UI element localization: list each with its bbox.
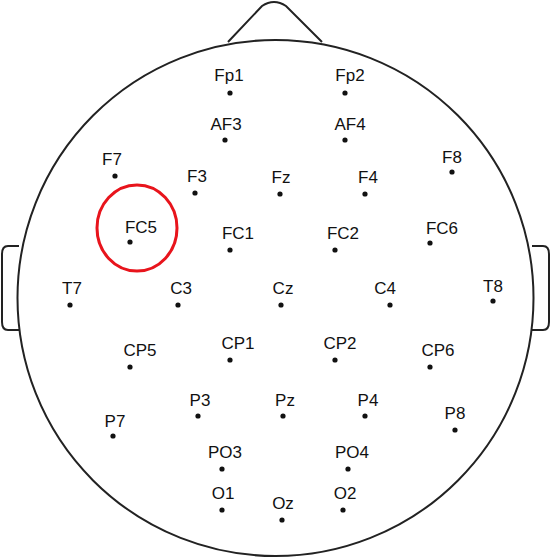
electrode-dot — [278, 302, 283, 307]
electrode-dot — [192, 190, 197, 195]
electrode-dot — [342, 137, 347, 142]
electrode-dot — [449, 169, 454, 174]
electrode-dot — [279, 517, 284, 522]
electrode-dot — [332, 247, 337, 252]
electrode-label: C3 — [170, 280, 192, 297]
electrode-label: T8 — [483, 278, 503, 295]
electrode-dot — [340, 507, 345, 512]
electrode-dot — [362, 413, 367, 418]
electrode-label: P4 — [358, 392, 379, 409]
electrode-dot — [219, 466, 224, 471]
electrode-label: Fp1 — [214, 67, 243, 84]
electrode-label: F7 — [102, 151, 122, 168]
electrode-dot — [127, 239, 132, 244]
electrode-label: FC1 — [222, 225, 254, 242]
electrode-dot — [280, 413, 285, 418]
electrode-label: Pz — [275, 392, 295, 409]
electrode-label: CP6 — [421, 342, 454, 359]
nose — [228, 2, 322, 42]
electrode-label: T7 — [62, 280, 82, 297]
red-circle — [97, 185, 177, 271]
electrode-dot — [452, 427, 457, 432]
electrode-dot — [427, 240, 432, 245]
electrode-label: Fz — [272, 169, 291, 186]
electrode-label: P3 — [190, 392, 211, 409]
electrode-dot — [342, 90, 347, 95]
electrode-label: PO4 — [335, 444, 369, 461]
electrode-label: P8 — [445, 405, 466, 422]
electrode-dot — [227, 357, 232, 362]
electrode-dot — [110, 433, 115, 438]
electrode-dot — [227, 90, 232, 95]
electrode-dot — [277, 191, 282, 196]
highlight-circle: FC5 — [95, 183, 179, 273]
electrode-dot — [112, 173, 117, 178]
electrode-dot — [67, 302, 72, 307]
electrode-label: Cz — [273, 280, 294, 297]
electrode-label: AF3 — [210, 116, 241, 133]
left-ear — [2, 246, 19, 330]
electrode-label: CP2 — [323, 335, 356, 352]
electrode-label: FC6 — [426, 220, 458, 237]
electrode-dot — [195, 413, 200, 418]
head-circle — [18, 40, 534, 556]
electrode-dot — [175, 302, 180, 307]
electrode-label: F8 — [442, 149, 462, 166]
electrode-label: AF4 — [334, 116, 365, 133]
electrode-dot — [219, 507, 224, 512]
electrode-label: F3 — [187, 168, 207, 185]
electrode-label: CP5 — [123, 342, 156, 359]
electrode-label: FC5 — [125, 219, 157, 236]
electrode-label: PO3 — [208, 444, 242, 461]
electrode-label: P7 — [105, 413, 126, 430]
electrode-label: O2 — [334, 485, 357, 502]
electrode-label: Fp2 — [335, 67, 364, 84]
electrode-label: FC2 — [327, 225, 359, 242]
electrode-label: C4 — [374, 280, 396, 297]
electrode-dot — [490, 298, 495, 303]
electrode-dot — [222, 137, 227, 142]
electrode-dot — [345, 466, 350, 471]
electrode-label: F4 — [358, 169, 378, 186]
electrode-dot — [227, 247, 232, 252]
electrode-label: Oz — [272, 495, 294, 512]
electrode-dot — [387, 302, 392, 307]
electrode-dot — [332, 357, 337, 362]
electrode-label: CP1 — [221, 335, 254, 352]
electrode-dot — [127, 364, 132, 369]
right-ear — [532, 246, 549, 330]
electrode-dot — [362, 191, 367, 196]
electrode-label: O1 — [212, 485, 235, 502]
electrode-dot — [427, 364, 432, 369]
